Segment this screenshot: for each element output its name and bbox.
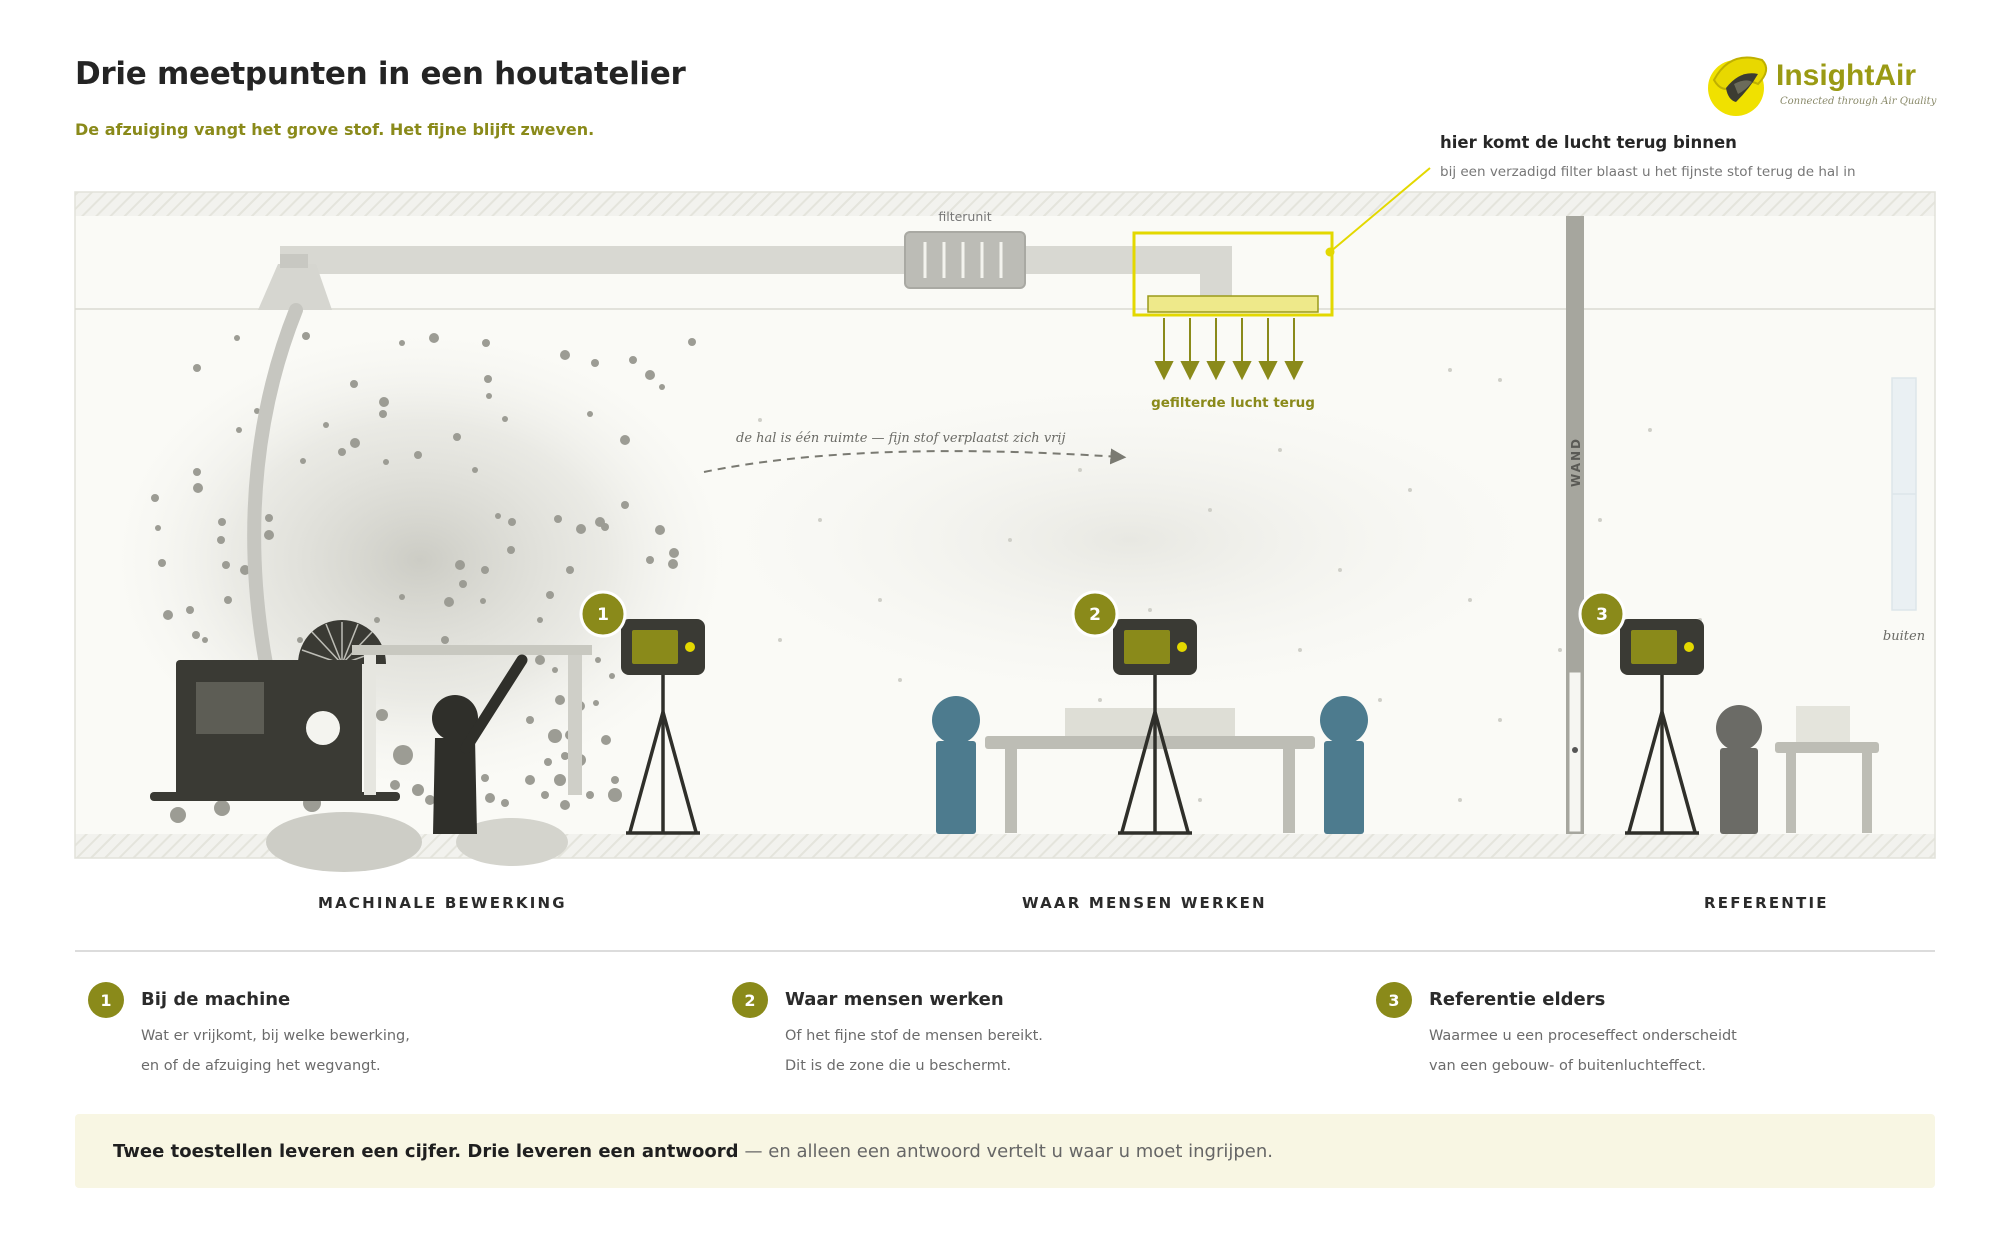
wall-label: WAND	[1569, 437, 1583, 487]
legend-badge-3: 3	[1376, 982, 1412, 1018]
banner-bold-text: Twee toestellen leveren een cijfer. Drie…	[113, 1140, 739, 1162]
filter-unit	[904, 231, 1026, 289]
zone-label-work: WAAR MENSEN WERKEN	[1022, 894, 1267, 912]
legend-badge-1: 1	[88, 982, 124, 1018]
worker-right-head	[1320, 696, 1368, 744]
machine-zone	[150, 620, 592, 872]
worker-left-head	[932, 696, 980, 744]
ceiling	[75, 192, 1935, 216]
flow-label: de hal is één ruimte — fijn stof verplaa…	[736, 431, 1066, 446]
marker-2	[1071, 590, 1119, 638]
legend-line-1b: en of de afzuiging het wegvangt.	[141, 1058, 381, 1074]
zone-label-reference: REFERENTIE	[1704, 894, 1829, 912]
marker-2-label: 2	[1089, 605, 1101, 625]
sensor-1: 1	[579, 590, 705, 835]
extraction-hose	[247, 303, 303, 671]
legend-line-3a: Waarmee u een proceseffect onderscheidt	[1429, 1028, 1737, 1044]
callout-leader	[1329, 167, 1431, 253]
reference-zone: buiten	[1716, 377, 1925, 834]
page-title: Drie meetpunten in een houtatelier	[75, 56, 686, 92]
worker-left-body	[936, 741, 976, 834]
legend-line-1a: Wat er vrijkomt, bij welke bewerking,	[141, 1028, 410, 1044]
work-table	[985, 736, 1315, 749]
operator-head	[432, 695, 478, 741]
sensor-2: 2	[1071, 590, 1197, 835]
conclusion-banner: Twee toestellen leveren een cijfer. Drie…	[75, 1114, 1935, 1188]
return-air-label: gefilterde lucht terug	[1151, 395, 1315, 411]
legend-title-2: Waar mensen werken	[785, 989, 1004, 1010]
reference-person-body	[1720, 748, 1758, 834]
dust-cloud-hall	[710, 380, 1550, 700]
legend-line-2a: Of het fijne stof de mensen bereikt.	[785, 1028, 1043, 1044]
workshop-scene: filterunit gefilterde lucht terug de hal…	[74, 167, 1936, 872]
section-divider	[75, 950, 1935, 952]
work-zone	[932, 696, 1368, 834]
workbench	[352, 645, 592, 655]
legend-line-2b: Dit is de zone die u beschermt.	[785, 1058, 1012, 1074]
filter-unit-label: filterunit	[938, 209, 991, 224]
outside-label: buiten	[1883, 629, 1925, 644]
operator-body	[433, 738, 477, 834]
return-air-arrows	[1154, 318, 1304, 381]
callout-title: hier komt de lucht terug binnen	[1440, 133, 1737, 152]
operator-arm	[460, 654, 528, 754]
callout-text: bij een verzadigd filter blaast u het fi…	[1440, 164, 1856, 180]
marker-3	[1578, 590, 1626, 638]
marker-1	[579, 590, 627, 638]
dust-particles	[151, 332, 696, 823]
return-outlet-highlight	[1132, 231, 1334, 317]
legend-title-1: Bij de machine	[141, 989, 291, 1010]
marker-1-label: 1	[597, 605, 609, 625]
page-subtitle: De afzuiging vangt het grove stof. Het f…	[75, 120, 595, 139]
zone-label-machine: MACHINALE BEWERKING	[318, 894, 567, 912]
logo-mark-icon	[1708, 56, 1768, 116]
flow-arrow	[703, 448, 1127, 473]
logo-name: InsightAir	[1776, 59, 1916, 92]
insightair-logo: InsightAir Connected through Air Quality	[1708, 56, 1937, 116]
reference-person-head	[1716, 705, 1762, 751]
reference-table	[1775, 742, 1879, 753]
banner-rest-text: — en alleen een antwoord vertelt u waar …	[744, 1140, 1273, 1162]
worker-right-body	[1324, 741, 1364, 834]
duct-main	[280, 246, 1200, 274]
sensor-3: 3	[1578, 590, 1704, 835]
legend-title-3: Referentie elders	[1429, 989, 1606, 1010]
return-diffuser	[1147, 295, 1319, 313]
legend-badge-2: 2	[732, 982, 768, 1018]
fine-dust	[758, 368, 1702, 802]
legend-line-3b: van een gebouw- of buitenluchteffect.	[1429, 1058, 1706, 1074]
marker-3-label: 3	[1596, 605, 1608, 625]
extraction-hood	[258, 264, 332, 310]
logo-tagline: Connected through Air Quality	[1780, 96, 1937, 107]
